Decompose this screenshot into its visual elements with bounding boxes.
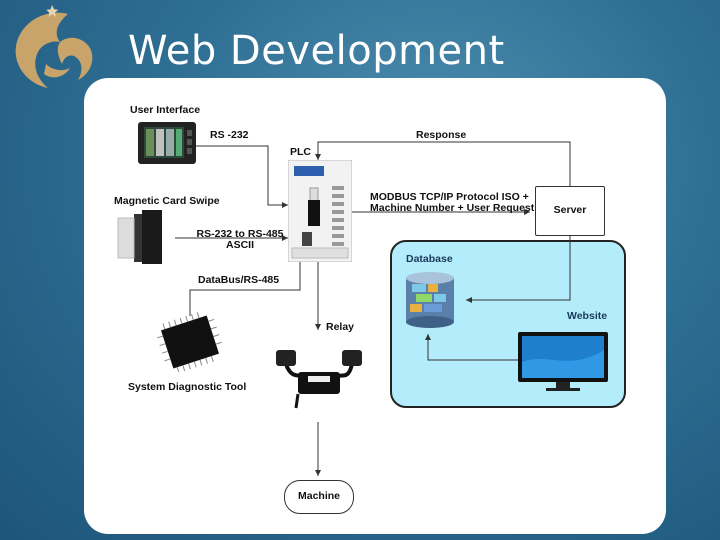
modbus-label: MODBUS TCP/IP Protocol ISO + Machine Num… xyxy=(370,191,535,214)
rs232-to-rs485-line-1: RS-232 to RS-485 xyxy=(196,228,284,240)
microchip-icon xyxy=(156,312,222,372)
relay-cable-icon xyxy=(276,350,362,409)
plc-module-icon xyxy=(288,160,352,262)
database-cylinder-icon xyxy=(406,272,454,328)
user-interface-label: User Interface xyxy=(130,104,201,116)
touchscreen-hmi-icon xyxy=(138,122,196,164)
card-reader-icon xyxy=(117,210,162,264)
modbus-line-1: MODBUS TCP/IP Protocol ISO + xyxy=(370,191,529,203)
rs232-to-rs485-line-2: ASCII xyxy=(225,239,254,251)
database-label: Database xyxy=(406,253,453,265)
response-label: Response xyxy=(416,129,467,141)
rs232-label: RS -232 xyxy=(210,129,249,141)
slide-title: Web Development xyxy=(128,28,505,74)
server-label: Server xyxy=(553,204,587,216)
magnetic-card-swipe-label: Magnetic Card Swipe xyxy=(114,195,220,207)
rs232-to-rs485-label: RS-232 to RS-485 ASCII xyxy=(196,229,284,251)
databus-label: DataBus/RS-485 xyxy=(198,274,280,286)
server-node: Server xyxy=(535,186,605,236)
machine-node: Machine xyxy=(284,480,354,514)
modbus-line-2: Machine Number + User Request xyxy=(370,202,535,214)
relay-label: Relay xyxy=(326,321,355,333)
pegasus-logo xyxy=(15,5,93,88)
machine-label: Machine xyxy=(297,490,340,502)
plc-label: PLC xyxy=(290,146,311,158)
system-diagnostic-tool-label: System Diagnostic Tool xyxy=(128,381,247,393)
website-label: Website xyxy=(567,310,608,322)
monitor-icon xyxy=(518,332,608,391)
